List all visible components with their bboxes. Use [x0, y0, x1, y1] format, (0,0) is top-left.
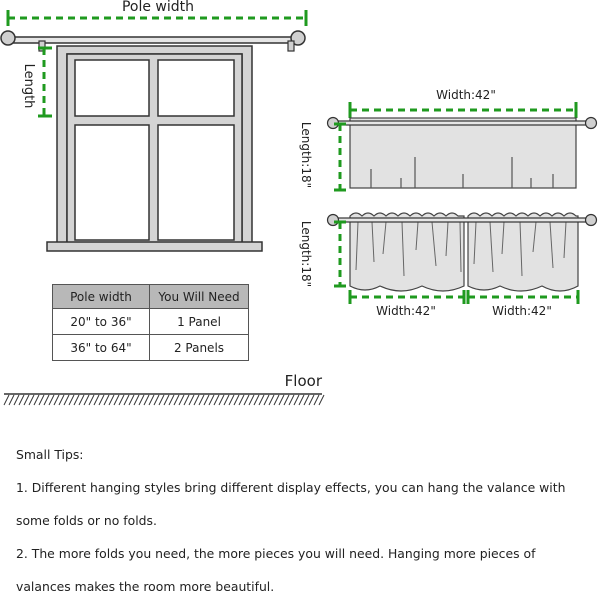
table-cell: 2 Panels [149, 334, 249, 361]
tips-line-1: 1. Different hanging styles bring differ… [16, 480, 566, 495]
bottom-length-dimension [334, 220, 346, 288]
flat-valance-illustration: Width:42" Length:18" [299, 88, 598, 192]
pole-width-dimension [6, 10, 308, 26]
gathered-valance-right [467, 212, 579, 292]
bottom-width-left-label: Width:42" [376, 304, 436, 318]
gathered-valance-left [349, 212, 465, 292]
table-row: 20" to 36" 1 Panel [52, 308, 249, 335]
header-you-will-need: You Will Need [149, 284, 249, 309]
curtain-rod [0, 30, 306, 52]
small-tips: Small Tips: 1. Different hanging styles … [16, 438, 596, 603]
top-length-label: Length:18" [299, 122, 313, 188]
top-length-dimension [334, 122, 346, 192]
table-cell: 36" to 64" [52, 334, 150, 361]
floor: Floor [3, 372, 325, 406]
tips-line-3: 2. The more folds you need, the more pie… [16, 546, 536, 561]
floor-label: Floor [285, 372, 323, 390]
gathered-valance-illustration: Length:18" Width:42" Width:42" [299, 212, 598, 318]
tips-line-4: valances makes the room more beautiful. [16, 579, 275, 594]
window-frame [46, 45, 263, 252]
header-pole-width: Pole width [52, 284, 150, 309]
bottom-width-right-label: Width:42" [492, 304, 552, 318]
bottom-width-dimensions [348, 290, 580, 304]
table-cell: 20" to 36" [52, 308, 150, 335]
length-label: Length [21, 64, 36, 109]
pole-size-table: Pole width You Will Need 20" to 36" 1 Pa… [52, 284, 249, 361]
tips-title: Small Tips: [16, 447, 84, 462]
top-width-dimension [348, 102, 578, 118]
top-width-label: Width:42" [436, 88, 496, 102]
window-illustration: Pole width Length [0, 0, 308, 252]
pole-width-label: Pole width [122, 0, 194, 15]
curtain-measurement-diagram: Pole width Length Floo [0, 0, 598, 406]
length-dimension [38, 46, 52, 118]
table-row: 36" to 64" 2 Panels [52, 334, 249, 361]
table-header-row: Pole width You Will Need [52, 284, 249, 309]
bottom-length-label: Length:18" [299, 221, 313, 287]
table-cell: 1 Panel [149, 308, 249, 335]
tips-line-2: some folds or no folds. [16, 513, 157, 528]
